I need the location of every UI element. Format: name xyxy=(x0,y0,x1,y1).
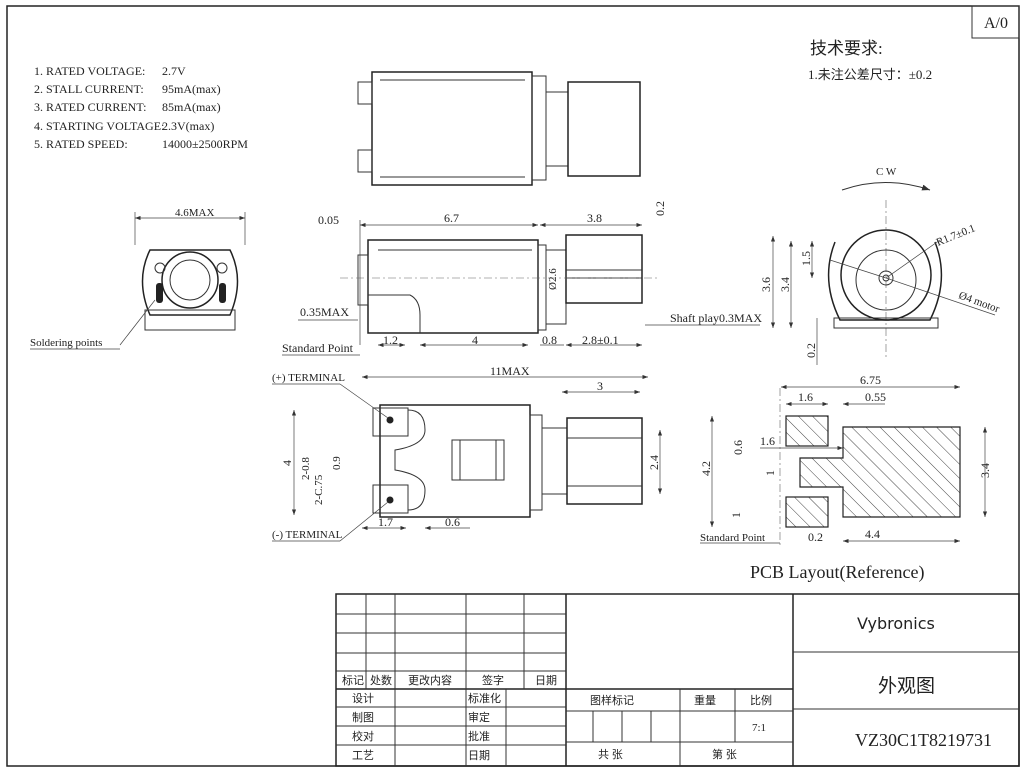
dim-label: 1.6 xyxy=(798,390,813,404)
title-block-label: 工艺 xyxy=(352,749,374,762)
dim-label: 2.8±0.1 xyxy=(582,333,619,347)
dim-label: 6.75 xyxy=(860,373,881,387)
dim-label: 3.8 xyxy=(587,211,602,225)
drawing-title: 外观图 xyxy=(878,675,935,697)
sheets-total-label: 共 张 xyxy=(598,748,623,761)
sheet-number-label: 第 张 xyxy=(712,747,737,761)
dim-label: 1.7 xyxy=(378,515,393,529)
dim-label: 0.6 xyxy=(445,515,460,529)
title-block-header: 签字 xyxy=(482,673,504,687)
dim-label: 1 xyxy=(729,512,743,518)
title-block-header: 更改内容 xyxy=(408,673,452,687)
dim-label: 2-0.8 xyxy=(300,457,312,480)
pcb-pad xyxy=(799,426,961,518)
weight-label: 重量 xyxy=(694,693,716,707)
part-number: VZ30C1T8219731 xyxy=(855,730,992,750)
dim-label: 2-C.75 xyxy=(313,474,325,505)
left-end-view: 4.6MAX Soldering points xyxy=(30,207,246,350)
dim-label: 3 xyxy=(597,379,603,393)
dim-label: 0.55 xyxy=(865,390,886,404)
dim-label: Ø2.6 xyxy=(547,268,559,290)
dim-label: 3.4 xyxy=(978,463,992,478)
plus-terminal-label: (+) TERMINAL xyxy=(272,372,345,384)
tech-requirements-title: 技术要求: xyxy=(810,39,883,58)
dim-label: 4.4 xyxy=(865,527,880,541)
standard-point-label: Standard Point xyxy=(700,532,765,544)
tech-requirements-note: 1.未注公差尺寸：±0.2 xyxy=(808,67,932,82)
title-block-label: 制图 xyxy=(352,711,374,724)
dim-label: 1 xyxy=(763,470,777,476)
dim-label: 11MAX xyxy=(490,364,530,378)
spec-label: 4. STARTING VOLTAGE: xyxy=(34,119,164,133)
dim-label: 1.2 xyxy=(383,333,398,347)
title-block-label: 批准 xyxy=(468,729,490,743)
dim-label: 3.4 xyxy=(778,277,792,292)
minus-terminal-label: (-) TERMINAL xyxy=(272,529,343,541)
dim-label: 0.8 xyxy=(542,333,557,347)
spec-list: 1. RATED VOLTAGE: 2.7V 2. STALL CURRENT:… xyxy=(34,64,248,151)
dim-label: 1.6 xyxy=(760,434,775,448)
spec-value: 2.3V(max) xyxy=(162,119,214,133)
dim-label: Ø4 motor xyxy=(957,290,1001,316)
tech-requirements: 技术要求: 1.未注公差尺寸：±0.2 xyxy=(808,39,932,82)
drawing-mark-label: 图样标记 xyxy=(590,693,634,707)
dim-label: 1.5 xyxy=(799,251,813,266)
revision-box: A/0 xyxy=(971,5,1020,39)
dim-label: 0.2 xyxy=(808,530,823,544)
pcb-layout: 6.75 1.6 0.55 1.6 0.6 4.2 1 1 3.4 4.4 0.… xyxy=(699,373,992,583)
spec-label: 2. STALL CURRENT: xyxy=(34,82,144,96)
standard-point-label: Standard Point xyxy=(282,341,354,355)
dim-label: 0.2 xyxy=(653,201,667,216)
title-block-label: 校对 xyxy=(352,729,374,743)
spec-label: 5. RATED SPEED: xyxy=(34,137,128,151)
title-block-label: 设计 xyxy=(352,692,374,705)
revision-label: A/0 xyxy=(984,15,1008,32)
title-block-header: 处数 xyxy=(370,674,392,687)
title-block: 标记 处数 更改内容 签字 日期 设计 制图 校对 工艺 标准化 审定 批准 日… xyxy=(335,593,1020,767)
soldering-points-label: Soldering points xyxy=(30,337,102,349)
dim-label: 0.9 xyxy=(331,456,343,470)
rotation-label: C W xyxy=(876,166,897,178)
dim-label: 0.2 xyxy=(804,343,818,358)
dim-label: 4 xyxy=(472,333,478,347)
shaft-play-label: Shaft play0.3MAX xyxy=(670,311,762,325)
dim-label: 4 xyxy=(280,460,294,466)
spec-label: 1. RATED VOLTAGE: xyxy=(34,64,145,78)
dim-label: 0.6 xyxy=(731,440,745,455)
dim-label: R1.7±0.1 xyxy=(935,222,977,248)
dim-label: 3.6 xyxy=(759,277,773,292)
bottom-view: 11MAX 3 4 2-0.8 2-C.75 0.9 2.4 (+) TERMI… xyxy=(272,364,663,542)
title-block-header: 标记 xyxy=(342,673,364,687)
title-block-label: 标准化 xyxy=(468,691,501,705)
title-block-label: 日期 xyxy=(468,749,490,762)
spec-label: 3. RATED CURRENT: xyxy=(34,100,146,114)
dim-label: 4.6MAX xyxy=(175,207,214,219)
scale-value: 7:1 xyxy=(752,722,766,734)
scale-label: 比例 xyxy=(750,693,772,707)
side-view: 0.05 6.7 3.8 0.2 Ø2.6 0.35MAX 1.2 4 0.8 … xyxy=(282,201,762,356)
spec-value: 85mA(max) xyxy=(162,100,221,114)
dim-label: 4.2 xyxy=(699,461,713,476)
pcb-pad xyxy=(785,496,829,528)
pcb-pad xyxy=(785,415,829,447)
company-logo: Vybronics xyxy=(857,614,935,633)
right-end-view: C W R1.7±0.1 Ø4 motor 3.6 3.4 1.5 0.2 xyxy=(759,166,1001,365)
pcb-layout-title: PCB Layout(Reference) xyxy=(750,562,924,583)
spec-value: 14000±2500RPM xyxy=(162,137,248,151)
title-block-label: 审定 xyxy=(468,710,490,724)
spec-value: 95mA(max) xyxy=(162,82,221,96)
dim-label: 0.35MAX xyxy=(300,305,349,319)
dim-label: 0.05 xyxy=(318,213,339,227)
top-view xyxy=(357,71,641,186)
dim-label: 2.4 xyxy=(647,455,661,470)
dim-label: 6.7 xyxy=(444,211,459,225)
title-block-header: 日期 xyxy=(535,674,557,687)
spec-value: 2.7V xyxy=(162,64,186,78)
